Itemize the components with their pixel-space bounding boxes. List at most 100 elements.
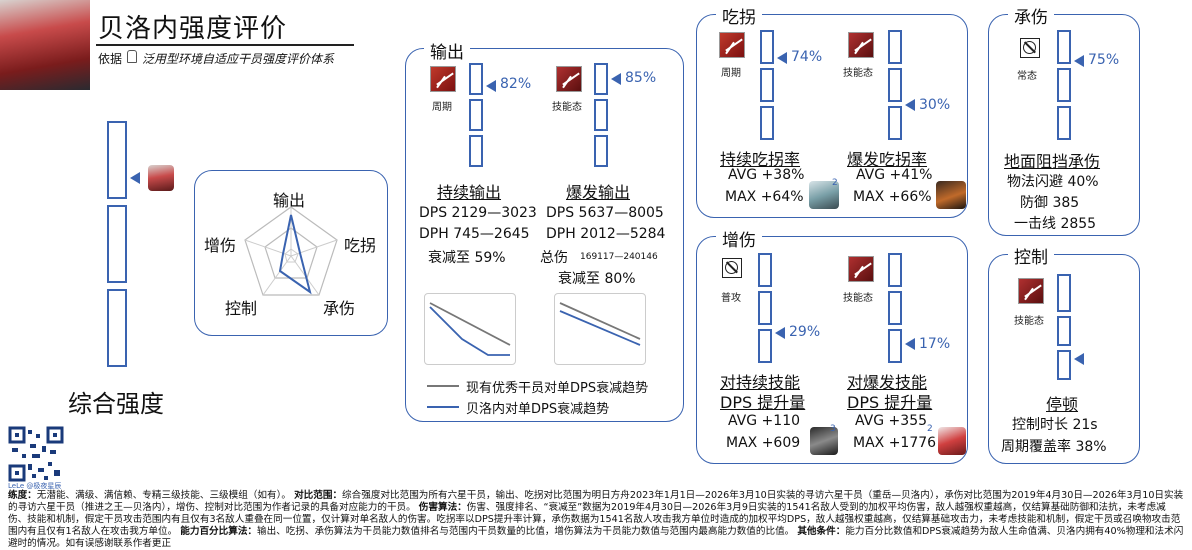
amp-right-percent: 17% xyxy=(919,336,951,352)
control-icon-label: 技能态 xyxy=(1014,316,1044,327)
subtitle: 泛用型环境自适应干员强度评价体系 xyxy=(142,52,335,66)
buff-left-icon-label: 周期 xyxy=(721,68,741,79)
buff-panel xyxy=(696,14,968,218)
buff-left-bar-1 xyxy=(760,30,774,64)
control-bar-1 xyxy=(1057,274,1071,312)
subtitle-prefix: 依据 xyxy=(98,52,123,66)
ban-icon xyxy=(1020,38,1040,58)
burst-total-label: 总伤 xyxy=(540,250,568,266)
output-right-bar-2 xyxy=(594,99,608,131)
control-coverage: 周期覆盖率 38% xyxy=(1001,439,1107,455)
amp-right-avg: AVG +355 xyxy=(855,413,928,429)
output-title: 输出 xyxy=(424,38,470,63)
burst-output-heading: 爆发输出 xyxy=(566,183,631,202)
radar-label-tank: 承伤 xyxy=(323,299,356,318)
sustained-trend-chart xyxy=(424,293,516,365)
overall-bar-bottom xyxy=(107,289,127,367)
output-left-marker xyxy=(486,80,496,92)
footer-notes: 练度：无潜能、满级、满信赖、专精三级技能、三级模组（如有）。 对比范围：综合强度… xyxy=(8,490,1184,550)
amp-right-marker xyxy=(905,338,915,350)
footer-key-damage: 伤害算法： xyxy=(418,502,467,513)
radar-label-buff: 吃拐 xyxy=(344,236,377,255)
tank-title: 承伤 xyxy=(1008,3,1054,28)
burst-trend-lines xyxy=(559,302,641,346)
tank-panel xyxy=(988,14,1140,236)
buff-right-icon-label: 技能态 xyxy=(843,68,873,79)
amp-left-heading-1: 对持续技能 xyxy=(720,373,801,392)
amp-left-badge: 3 xyxy=(830,424,836,434)
amp-left-heading-2: DPS 提升量 xyxy=(720,393,806,412)
skill-icon xyxy=(556,66,582,92)
burst-trend-blue xyxy=(559,310,641,346)
buff-right-percent: 30% xyxy=(919,97,951,113)
overall-marker xyxy=(130,172,140,184)
control-panel xyxy=(988,254,1140,464)
radar-chart xyxy=(244,206,338,296)
tank-icon-label: 常态 xyxy=(1017,71,1037,82)
amp-right-max: MAX +1776 xyxy=(853,435,937,451)
buff-left-heading: 持续吃拐率 xyxy=(720,150,801,169)
output-left-bar-3 xyxy=(469,135,483,167)
amp-right-bar-1 xyxy=(888,253,902,287)
buff-right-avg: AVG +41% xyxy=(856,167,933,183)
overall-bar-top xyxy=(107,121,127,199)
buff-left-max: MAX +64% xyxy=(725,189,804,205)
control-bar-3 xyxy=(1057,350,1071,380)
footer-level: 无潜能、满级、满信赖、专精三级技能、三级模组（如有）。 xyxy=(36,490,292,501)
overall-label: 综合强度 xyxy=(68,390,164,418)
control-skill-icon xyxy=(1018,278,1044,304)
legend-gray-line xyxy=(427,385,459,387)
buff-right-bar-1 xyxy=(888,30,902,64)
burst-trend-chart xyxy=(554,293,646,365)
buff-right-ally-avatar xyxy=(936,181,966,209)
lamp-icon xyxy=(127,50,137,63)
title-underline xyxy=(96,44,354,46)
output-right-bar-3 xyxy=(594,135,608,167)
amp-title: 增伤 xyxy=(716,226,762,251)
output-left-bar-2 xyxy=(469,99,483,131)
amp-left-ally-avatar xyxy=(810,427,838,455)
sustained-decay: 衰减至 59% xyxy=(428,250,506,266)
buff-left-bar-2 xyxy=(760,68,774,102)
buff-title: 吃拐 xyxy=(716,3,762,28)
amp-right-badge: 2 xyxy=(927,424,933,434)
legend-blue-line xyxy=(427,406,459,408)
sustained-trend-lines xyxy=(429,302,511,356)
footer-key-percent: 能力百分比算法： xyxy=(180,526,258,537)
tank-marker xyxy=(1074,55,1084,67)
output-right-percent: 85% xyxy=(625,70,657,86)
footer-key-level: 练度： xyxy=(8,490,37,501)
buff-right-max: MAX +66% xyxy=(853,189,932,205)
control-bar-2 xyxy=(1057,316,1071,346)
output-left-bar-1 xyxy=(469,63,483,95)
burst-dph: DPH 2012—5284 xyxy=(546,226,666,242)
buff-right-heading: 爆发吃拐率 xyxy=(847,150,928,169)
burst-trend-gray xyxy=(559,302,641,340)
buff-right-marker xyxy=(905,99,915,111)
amp-skill-icon xyxy=(848,256,874,282)
amp-right-heading-1: 对爆发技能 xyxy=(847,373,928,392)
control-duration: 控制时长 21s xyxy=(1012,417,1098,433)
burst-dps: DPS 5637—8005 xyxy=(546,205,664,221)
buff-left-ally-avatar xyxy=(809,181,839,209)
tank-bar-1 xyxy=(1057,30,1071,64)
footer-percent: 输出、吃拐、承伤算法为干员能力数值排名与范围内干员数量的比值，增伤算法为干员能力… xyxy=(257,526,795,537)
footer-key-scope: 对比范围： xyxy=(294,490,343,501)
sustained-trend-blue xyxy=(429,306,510,356)
amp-right-bar-2 xyxy=(888,291,902,325)
overall-marker-avatar xyxy=(148,165,174,191)
page-title: 贝洛内强度评价 xyxy=(98,14,288,44)
output-right-icon-label: 技能态 xyxy=(552,102,582,113)
buff-left-bar-3 xyxy=(760,106,774,140)
buff-left-percent: 74% xyxy=(791,49,823,65)
buff-right-bar-2 xyxy=(888,68,902,102)
amp-right-heading-2: DPS 提升量 xyxy=(847,393,933,412)
sustained-dps: DPS 2129—3023 xyxy=(419,205,537,221)
sustained-output-heading: 持续输出 xyxy=(437,183,502,202)
cycle-icon xyxy=(430,66,456,92)
amp-left-bar-2 xyxy=(758,291,772,325)
sustained-trend-gray xyxy=(429,302,511,346)
sustained-dph: DPH 745—2645 xyxy=(419,226,530,242)
tank-percent: 75% xyxy=(1088,52,1120,68)
amp-panel xyxy=(696,236,968,464)
